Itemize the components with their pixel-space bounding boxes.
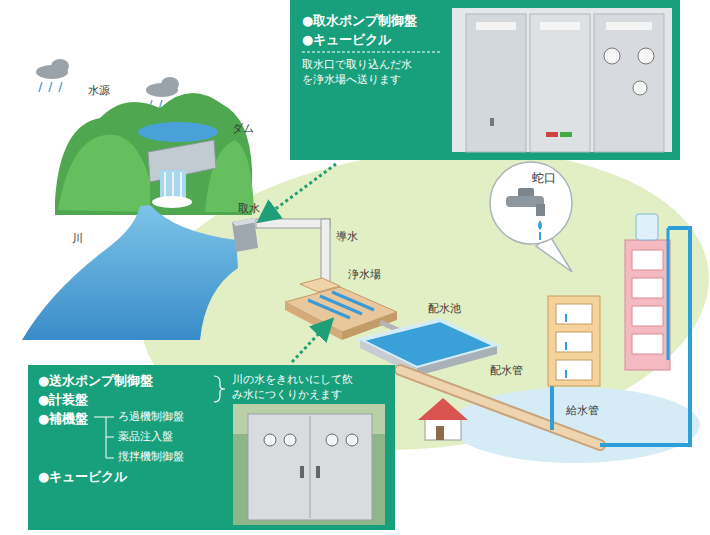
callout-heading: 蛇口	[532, 170, 556, 186]
callout-text: 撹拌機制御盤	[118, 450, 184, 465]
place-label: 配水池	[428, 302, 461, 315]
callout-text: ●計装盤	[38, 391, 88, 409]
info-callout: ●取水ポンプ制御盤●キュービクル取水口で取り込んだ水を浄水場へ送ります	[290, 0, 680, 160]
place-label: 給水管	[566, 404, 599, 417]
place-label: 取水	[238, 202, 260, 215]
place-label: ダム	[232, 122, 254, 135]
place-label: 浄水場	[348, 268, 381, 281]
bubble-outline	[488, 160, 574, 246]
place-label: 配水管	[490, 364, 523, 377]
speech-bubble: 蛇口	[488, 160, 574, 246]
callout-heading: ●送水ポンプ制御盤	[38, 372, 153, 390]
callout-heading: ●取水ポンプ制御盤	[302, 12, 417, 30]
info-callout: ●送水ポンプ制御盤●計装盤●補機盤 ろ過機制御盤薬品注入盤撹拌機制御盤 ●キュービク…	[28, 365, 395, 530]
callout-text: ●キュービクル	[38, 468, 127, 486]
callout-text: 薬品注入盤	[118, 430, 173, 445]
callout-text: ●キュービクル	[302, 31, 391, 49]
callout-text: 取水口で取り込んだ水を浄水場へ送ります	[302, 58, 418, 88]
callout-text: 川の水をきれいにして飲み水につくりかえます	[232, 373, 360, 403]
callout-text: ●補機盤	[38, 410, 88, 428]
callout-text: ろ過機制御盤	[118, 410, 184, 425]
place-label: 川	[72, 232, 83, 245]
place-label: 水源	[88, 84, 110, 97]
place-label: 導水	[336, 230, 358, 243]
